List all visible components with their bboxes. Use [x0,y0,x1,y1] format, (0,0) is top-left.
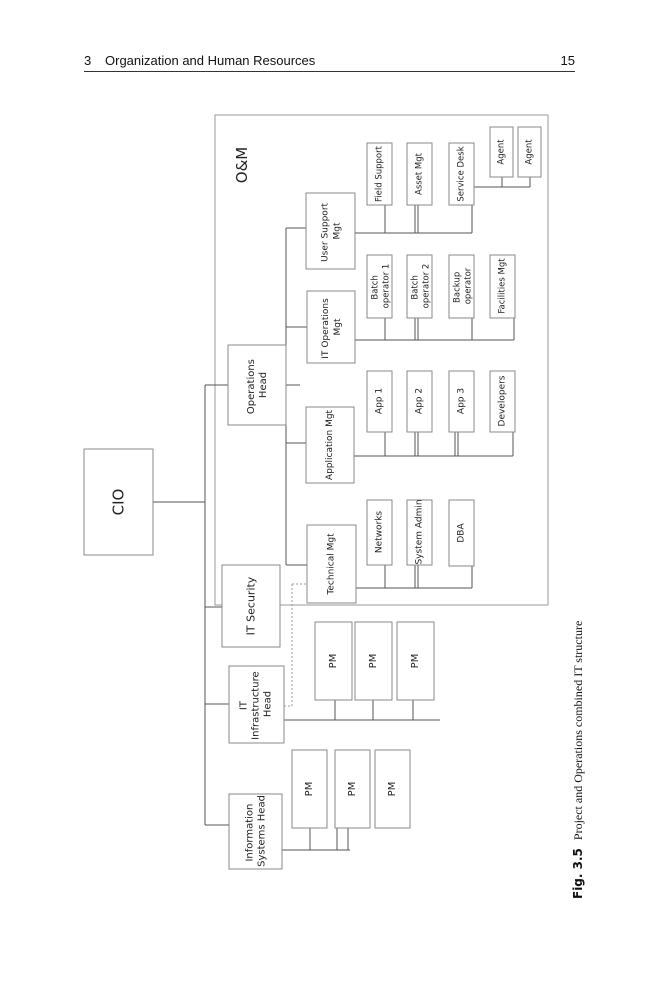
field-support-label: Field Support [375,145,385,202]
backup-operator-label: Backup operator [453,267,474,304]
technical-mgt-label: Technical Mgt [327,533,337,596]
information-systems-head-box [228,793,283,870]
batch-operator-2-box [406,254,433,319]
it-security-box [221,564,281,648]
batch-operator-1-box [366,254,393,319]
agent-2-label: Agent [525,139,535,165]
agent-1-box [489,126,514,178]
app-3-box [448,370,475,433]
chapter-title: Organization and Human Resources [105,53,316,68]
it-security-label: IT Security [245,576,258,635]
pm-box-5 [334,749,371,829]
pm-box-1 [314,621,353,701]
user-support-mgt-label: User Support Mgt [321,200,343,262]
asset-mgt-box [406,142,433,206]
it-infrastructure-head-box [228,665,285,744]
pm-box-6 [374,749,411,829]
operations-head-box [227,344,287,426]
facilities-mgt-box [489,254,516,319]
pm-label-1: PM [328,654,339,669]
app-2-label: App 2 [415,388,425,414]
app-3-label: App 3 [457,388,467,414]
app-1-label: App 1 [375,388,385,414]
agent-1-label: Agent [497,139,507,165]
application-mgt-box [305,406,355,484]
backup-operator-box [448,254,475,319]
cio-label: CIO [110,489,128,516]
networks-box [366,499,393,566]
pm-label-5: PM [347,782,358,797]
pm-box-3 [396,621,435,701]
dba-box [448,499,475,567]
app-2-box [406,370,433,433]
running-head: 3 Organization and Human Resources 15 [0,0,659,72]
asset-mgt-label: Asset Mgt [415,152,425,195]
developers-box [489,370,516,433]
pm-box-2 [354,621,393,701]
it-infrastructure-head-label: IT Infrastructure Head [239,668,274,740]
system-admin-label: System Admin [415,499,425,564]
facilities-mgt-label: Facilities Mgt [498,258,508,314]
header-rule [84,71,575,72]
technical-mgt-box [306,524,357,604]
om-boundary [214,114,549,606]
user-support-mgt-box [305,192,356,270]
service-desk-box [448,142,475,206]
pm-label-3: PM [410,654,421,669]
field-support-box [366,142,393,206]
pm-label-4: PM [304,782,315,797]
page-number: 15 [560,53,575,68]
caption-label: Fig. 3.5 [571,848,585,899]
cio-box [83,448,154,556]
developers-label: Developers [498,375,508,426]
dba-label: DBA [457,523,467,543]
pm-box-4 [291,749,328,829]
service-desk-label: Service Desk [457,146,467,201]
caption-text: Project and Operations combined IT struc… [571,621,585,840]
system-admin-box [406,499,433,566]
app-1-box [366,370,393,433]
om-label: O&M [233,147,251,183]
information-systems-head-label: Information Systems Head [245,795,268,867]
it-operations-mgt-box [306,290,356,364]
pm-label-2: PM [368,654,379,669]
figure-caption: Fig. 3.5 Project and Operations combined … [571,621,585,899]
operations-head-label: Operations Head [246,356,269,414]
batch-operator-2-label: Batch operator 2 [411,264,432,309]
batch-operator-1-label: Batch operator 1 [371,264,392,309]
application-mgt-label: Application Mgt [325,409,335,480]
agent-2-box [517,126,542,178]
pm-label-6: PM [387,782,398,797]
networks-label: Networks [375,511,385,554]
chapter-number: 3 [84,53,92,68]
it-operations-mgt-label: IT Operations Mgt [321,295,343,358]
